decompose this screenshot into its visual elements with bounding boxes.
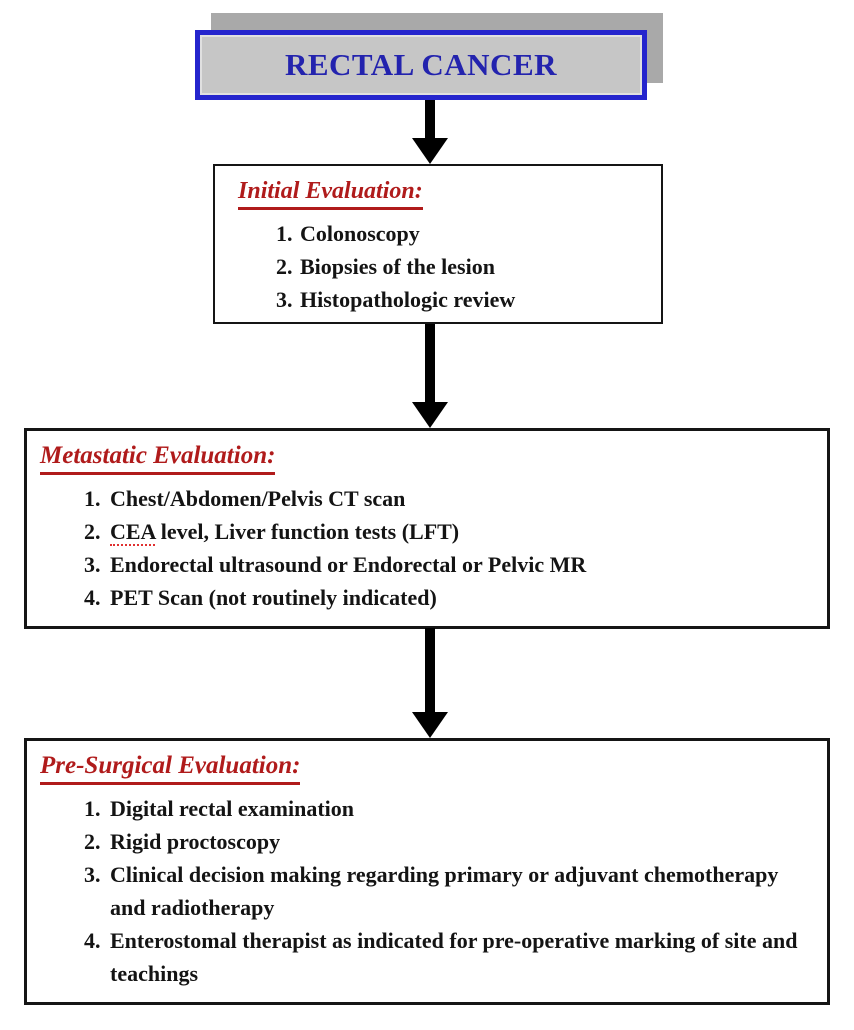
list-item: Endorectal ultrasound or Endorectal or P… [84, 548, 587, 581]
section-heading: Metastatic Evaluation: [40, 442, 276, 475]
list-item: Digital rectal examination [84, 792, 354, 825]
list-item: Rigid proctoscopy [84, 825, 281, 858]
list-item: Chest/Abdomen/Pelvis CT scan [84, 482, 406, 515]
section-heading: Initial Evaluation: [238, 178, 423, 210]
list-item: PET Scan (not routinely indicated) [84, 581, 437, 614]
arrow-head-icon [412, 138, 448, 164]
list-item: Biopsies of the lesion [276, 250, 495, 283]
flow-arrow-down-1 [412, 100, 448, 164]
pre-surgical-evaluation-box: Pre-Surgical Evaluation: Digital rectal … [24, 738, 830, 1005]
list-item: Colonoscopy [276, 217, 420, 250]
arrow-shaft [425, 324, 435, 402]
arrow-head-icon [412, 712, 448, 738]
flow-arrow-down-3 [412, 628, 448, 738]
arrow-shaft [425, 100, 435, 138]
flow-arrow-down-2 [412, 324, 448, 428]
section-heading: Pre-Surgical Evaluation: [40, 752, 301, 785]
arrow-head-icon [412, 402, 448, 428]
list-item: Clinical decision making regarding prima… [84, 858, 779, 920]
arrow-shaft [425, 628, 435, 712]
list-item: Histopathologic review [276, 283, 516, 316]
spellcheck-underline: CEA [110, 518, 156, 546]
list-item: Enterostomal therapist as indicated for … [84, 924, 798, 986]
list-item: CEA level, Liver function tests (LFT) [84, 515, 460, 548]
metastatic-evaluation-box: Metastatic Evaluation: Chest/Abdomen/Pel… [24, 428, 830, 629]
title-box: RECTAL CANCER [195, 30, 647, 100]
page-title: RECTAL CANCER [284, 47, 558, 82]
